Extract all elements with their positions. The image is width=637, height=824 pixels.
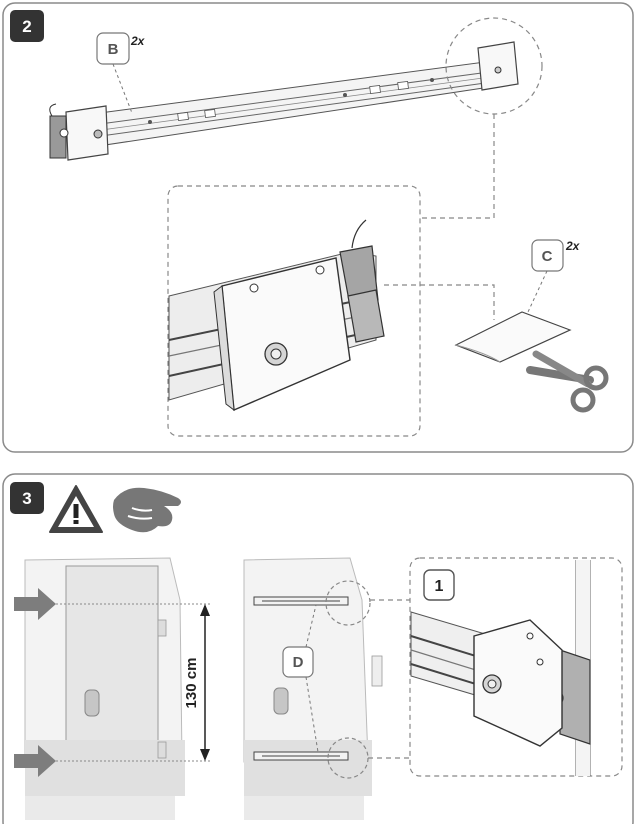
- adhesive-tape-strip: [454, 311, 572, 363]
- step-2-panel: 2 B: [2, 2, 634, 453]
- step-2-number: 2: [22, 17, 31, 36]
- callout-d-letter: D: [293, 654, 304, 671]
- callout-b: B 2x: [96, 32, 146, 114]
- van-rear-installed-view: D: [243, 557, 383, 820]
- step-3-number: 3: [22, 489, 31, 508]
- step-2-badge: 2: [10, 10, 44, 42]
- bottom-position-arrow: [14, 745, 56, 777]
- step-3-panel: 3: [2, 473, 634, 824]
- dimension-label: 130 cm: [183, 658, 200, 709]
- rail-end-detail: [167, 185, 421, 437]
- detail-number: 1: [435, 578, 444, 595]
- van-rear-left-view: 130 cm: [14, 557, 210, 820]
- glove-hand-icon: [113, 487, 181, 533]
- rail-assembly: [49, 41, 519, 161]
- callout-c-letter: C: [542, 248, 553, 265]
- callout-d: D: [282, 604, 319, 753]
- warning-triangle-icon: [49, 485, 103, 533]
- top-position-arrow: [14, 588, 56, 620]
- installed-hinge-detail: 1: [409, 557, 623, 777]
- scissors-icon: [526, 350, 609, 413]
- callout-b-letter: B: [108, 41, 119, 58]
- callout-c: C 2x: [527, 239, 581, 313]
- callout-b-qty: 2x: [130, 34, 146, 48]
- step-3-badge: 3: [10, 482, 44, 514]
- callout-c-qty: 2x: [565, 239, 581, 253]
